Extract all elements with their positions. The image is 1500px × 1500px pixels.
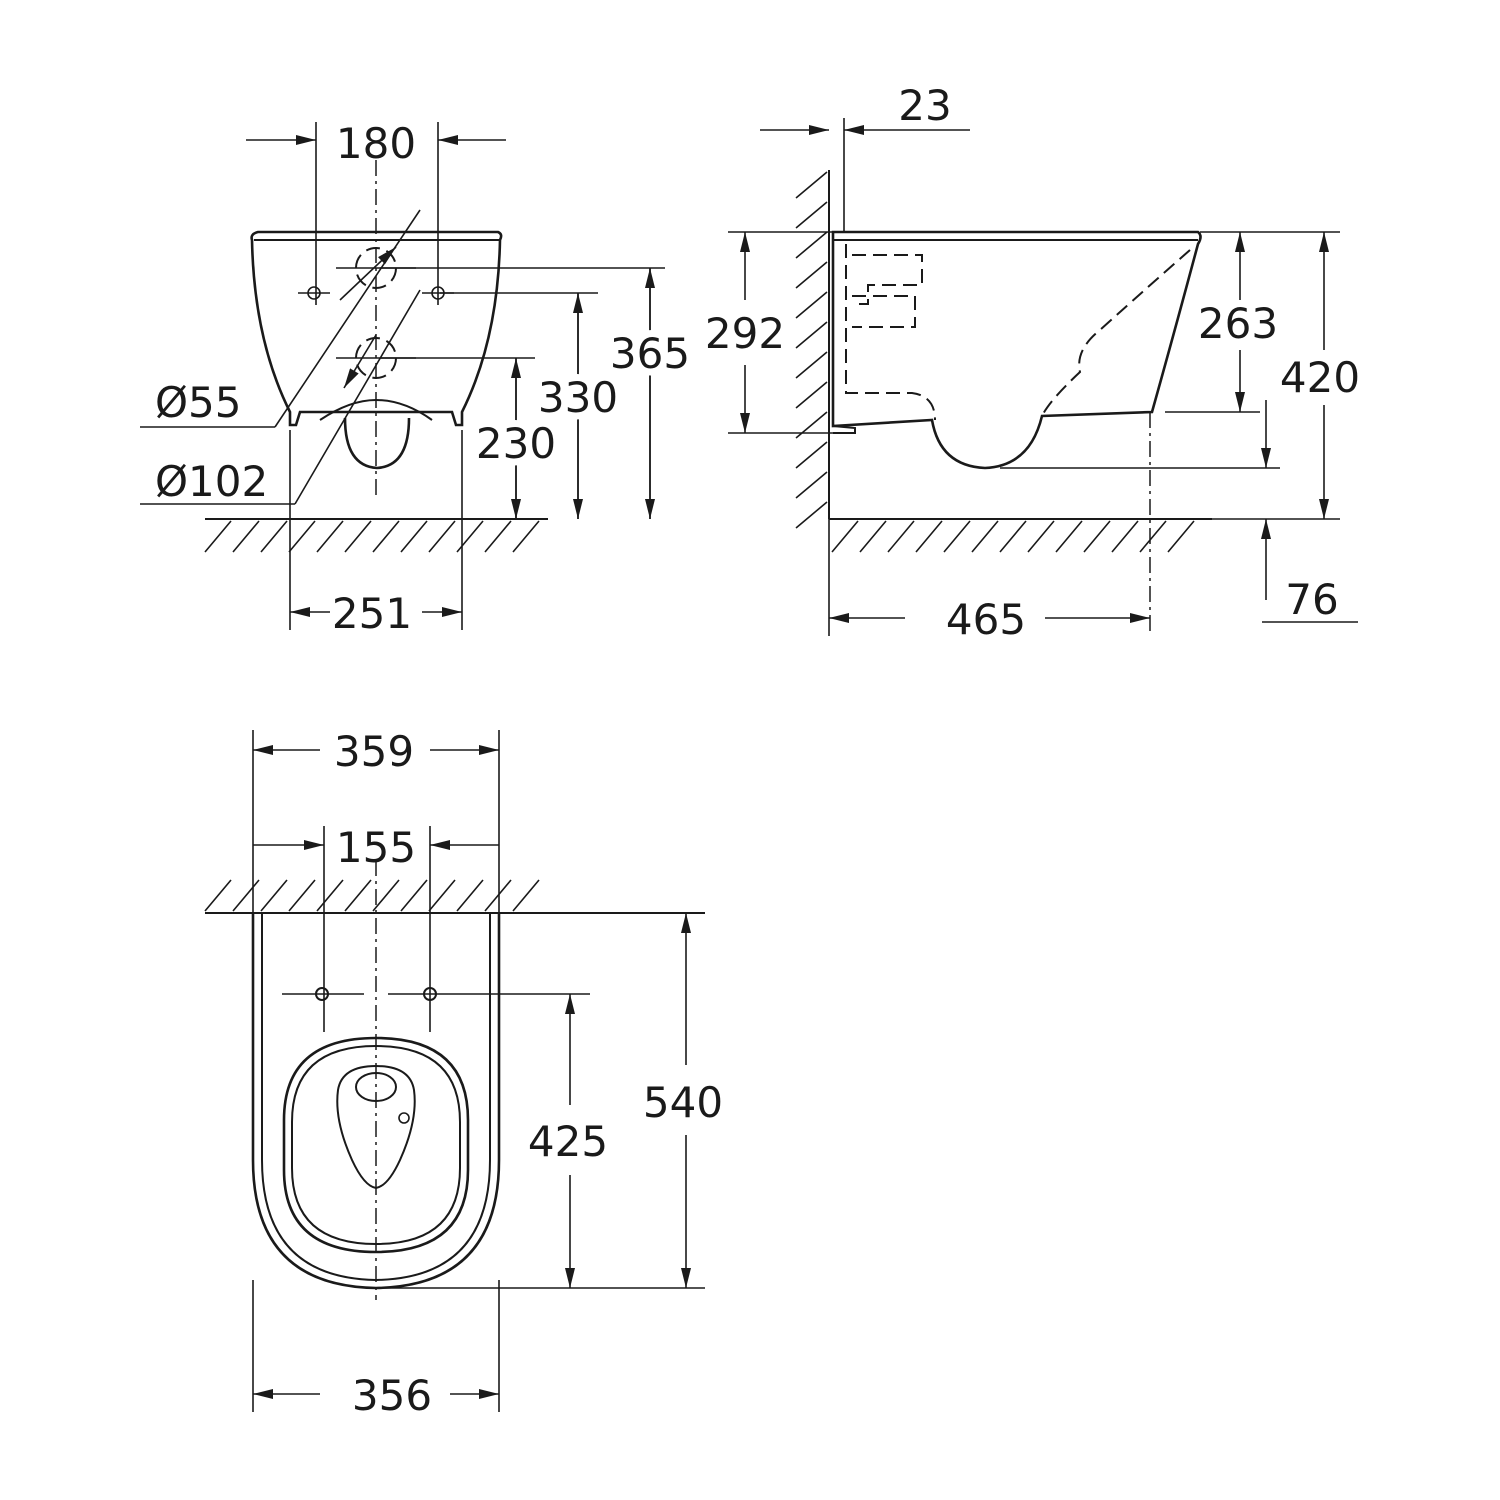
dim-76-label: 76 xyxy=(1285,575,1338,624)
dim-155-label: 155 xyxy=(336,823,416,872)
dim-230-label: 230 xyxy=(476,419,556,468)
dim-dia-102-label: Ø102 xyxy=(155,457,268,506)
top-wall-hatch xyxy=(204,879,540,912)
dim-263-label: 263 xyxy=(1198,299,1278,348)
front-bowl-outline xyxy=(250,230,503,427)
front-view: 180 365 330 230 Ø55 Ø102 251 xyxy=(140,119,697,638)
dim-330-label: 330 xyxy=(538,373,618,422)
dim-180-label: 180 xyxy=(336,119,416,168)
side-bowl-outline xyxy=(831,230,1202,470)
side-floor-hatch xyxy=(831,520,1195,553)
top-view: 359 155 540 425 356 xyxy=(204,727,723,1420)
side-wall-hatch xyxy=(795,171,828,529)
dim-359-label: 359 xyxy=(334,727,414,776)
dim-425-label: 425 xyxy=(528,1117,608,1166)
dim-dia-55-label: Ø55 xyxy=(155,378,242,427)
dim-251-label: 251 xyxy=(332,589,412,638)
side-view: 23 292 263 420 76 465 xyxy=(705,81,1360,644)
dim-23-label: 23 xyxy=(898,81,951,130)
side-hidden-trap xyxy=(845,244,936,421)
dim-540-label: 540 xyxy=(643,1078,723,1127)
dim-420-label: 420 xyxy=(1280,353,1360,402)
dim-465-label: 465 xyxy=(946,595,1026,644)
dim-365-label: 365 xyxy=(610,329,690,378)
dim-292-label: 292 xyxy=(705,309,785,358)
dim-356-label: 356 xyxy=(352,1371,432,1420)
front-outlet xyxy=(343,417,411,470)
front-floor-hatch xyxy=(204,520,540,553)
